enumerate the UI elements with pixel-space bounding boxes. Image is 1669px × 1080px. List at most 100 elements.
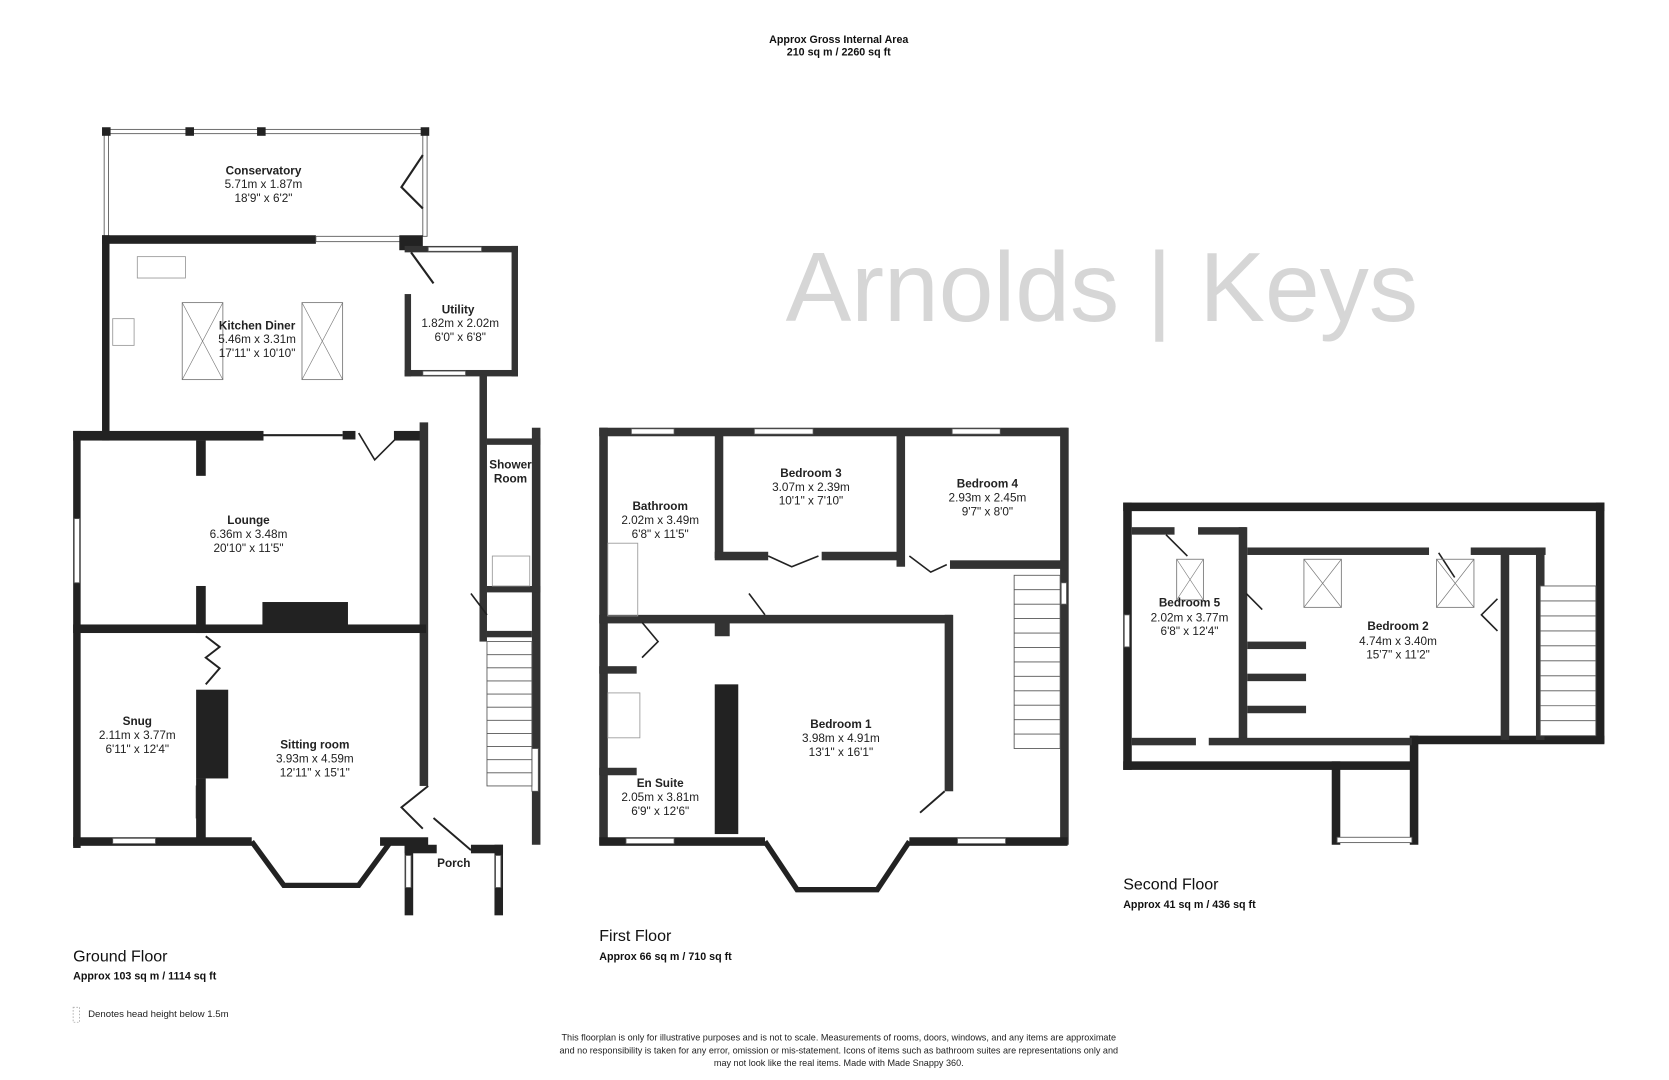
- door: [470, 592, 488, 616]
- svg-text:15'7" x 11'2": 15'7" x 11'2": [1366, 649, 1430, 662]
- room-snug: Snug 2.11m x 3.77m 6'11" x 12'4": [99, 715, 176, 756]
- svg-text:10'1" x 7'10": 10'1" x 7'10": [779, 495, 843, 508]
- svg-text:Porch: Porch: [437, 857, 470, 870]
- shower-tray-icon: [607, 692, 641, 739]
- wall: [821, 551, 899, 561]
- room-bedroom-1: Bedroom 1 3.98m x 4.91m 13'1" x 16'1": [802, 718, 880, 759]
- window: [315, 235, 402, 243]
- svg-text:6'8" x 11'5": 6'8" x 11'5": [632, 528, 689, 541]
- wall: [404, 294, 412, 377]
- wall: [531, 427, 541, 845]
- door: [1480, 598, 1499, 632]
- svg-text:20'10" x 11'5": 20'10" x 11'5": [213, 542, 283, 555]
- disclaimer-line-2: and no responsibility is taken for any e…: [559, 1045, 1118, 1055]
- wall: [102, 235, 110, 441]
- wall: [486, 630, 532, 638]
- svg-text:6.36m x 3.48m: 6.36m x 3.48m: [210, 528, 288, 541]
- room-utility: Utility 1.82m x 2.02m 6'0" x 6'8": [421, 303, 499, 344]
- wall: [599, 614, 953, 624]
- room-bedroom-2: Bedroom 2 4.74m x 3.40m 15'7" x 11'2": [1359, 620, 1437, 662]
- head-height-legend-text: Denotes head height below 1.5m: [88, 1009, 228, 1020]
- wall: [185, 127, 194, 136]
- wall: [102, 127, 111, 136]
- wall: [196, 778, 206, 843]
- window: [103, 128, 109, 237]
- svg-text:6'11" x 12'4": 6'11" x 12'4": [106, 743, 170, 756]
- wall: [393, 430, 424, 441]
- wall: [511, 245, 518, 377]
- svg-text:2.05m x 3.81m: 2.05m x 3.81m: [621, 791, 699, 804]
- window: [112, 837, 156, 845]
- svg-text:2.11m x 3.77m: 2.11m x 3.77m: [99, 729, 176, 742]
- wall: [419, 422, 429, 786]
- svg-text:6'9" x 12'6": 6'9" x 12'6": [631, 805, 689, 818]
- svg-text:5.46m x 3.31m: 5.46m x 3.31m: [218, 333, 296, 346]
- wall: [1131, 737, 1196, 746]
- door: [748, 592, 766, 616]
- wall: [262, 602, 348, 632]
- gross-area-value: 210 sq m / 2260 sq ft: [787, 47, 891, 59]
- wall: [196, 440, 206, 476]
- window: [427, 246, 483, 252]
- wall: [73, 430, 264, 441]
- wall: [380, 837, 429, 846]
- wall: [1238, 527, 1248, 742]
- window: [625, 837, 675, 845]
- wall: [599, 427, 608, 845]
- room-conservatory: Conservatory 5.71m x 1.87m 18'9" x 6'2": [225, 164, 303, 205]
- door: [1245, 592, 1263, 611]
- window: [630, 428, 675, 435]
- room-bathroom: Bathroom 2.02m x 3.49m 6'8" x 11'5": [621, 500, 699, 541]
- room-lounge: Lounge 6.36m x 3.48m 20'10" x 11'5": [210, 514, 288, 555]
- door: [919, 790, 946, 814]
- door: [1165, 534, 1188, 557]
- room-bedroom-5: Bedroom 5 2.02m x 3.77m 6'8" x 12'4": [1151, 596, 1229, 638]
- svg-text:En Suite: En Suite: [637, 777, 684, 790]
- room-kitchen-diner: Kitchen Diner 5.46m x 3.31m 17'11" x 10'…: [218, 319, 296, 360]
- svg-text:12'11" x 15'1": 12'11" x 15'1": [280, 766, 350, 779]
- wall: [1198, 527, 1247, 535]
- svg-text:9'7" x 8'0": 9'7" x 8'0": [962, 505, 1013, 518]
- svg-text:6'8" x 12'4": 6'8" x 12'4": [1161, 625, 1219, 638]
- door: [908, 555, 948, 574]
- disclaimer-line-1: This floorplan is only for illustrative …: [562, 1032, 1117, 1042]
- wall: [1060, 427, 1069, 845]
- svg-text:2.93m x 2.45m: 2.93m x 2.45m: [949, 492, 1027, 505]
- wall: [714, 551, 769, 561]
- svg-text:Bedroom 5: Bedroom 5: [1159, 596, 1221, 609]
- svg-text:Snug: Snug: [123, 715, 152, 728]
- skylight-icon: [1176, 558, 1204, 601]
- ground-floor-label: Ground Floor: [73, 947, 168, 965]
- second-floor-label: Second Floor: [1123, 876, 1219, 894]
- wall: [1247, 705, 1307, 714]
- svg-text:3.93m x 4.59m: 3.93m x 4.59m: [276, 752, 354, 765]
- wall: [1247, 547, 1430, 555]
- wall: [944, 614, 954, 792]
- wall: [599, 427, 1068, 437]
- wall: [1595, 502, 1605, 744]
- window: [1336, 836, 1413, 844]
- ground-floor-area: Approx 103 sq m / 1114 sq ft: [73, 970, 217, 982]
- window: [103, 128, 429, 135]
- wall: [73, 837, 252, 846]
- door: [432, 817, 472, 851]
- svg-text:18'9" x 6'2": 18'9" x 6'2": [235, 192, 293, 205]
- window: [1060, 582, 1067, 605]
- svg-text:Room: Room: [494, 472, 527, 485]
- first-floor-area: Approx 66 sq m / 710 sq ft: [599, 951, 732, 963]
- svg-text:6'0" x 6'8": 6'0" x 6'8": [435, 331, 486, 344]
- watermark: Arnolds | Keys: [786, 232, 1418, 342]
- svg-text:Lounge: Lounge: [227, 514, 270, 527]
- window: [531, 748, 539, 792]
- wall: [420, 127, 430, 136]
- svg-text:Bedroom 2: Bedroom 2: [1367, 620, 1429, 633]
- svg-text:1.82m x 2.02m: 1.82m x 2.02m: [421, 317, 499, 330]
- first-floor-label: First Floor: [599, 927, 672, 945]
- wall: [599, 767, 637, 776]
- window: [753, 428, 814, 435]
- window: [405, 855, 412, 888]
- door: [410, 251, 435, 284]
- bay-window: [249, 839, 393, 889]
- room-shower-room: Shower Room: [489, 458, 532, 485]
- door: [400, 154, 424, 210]
